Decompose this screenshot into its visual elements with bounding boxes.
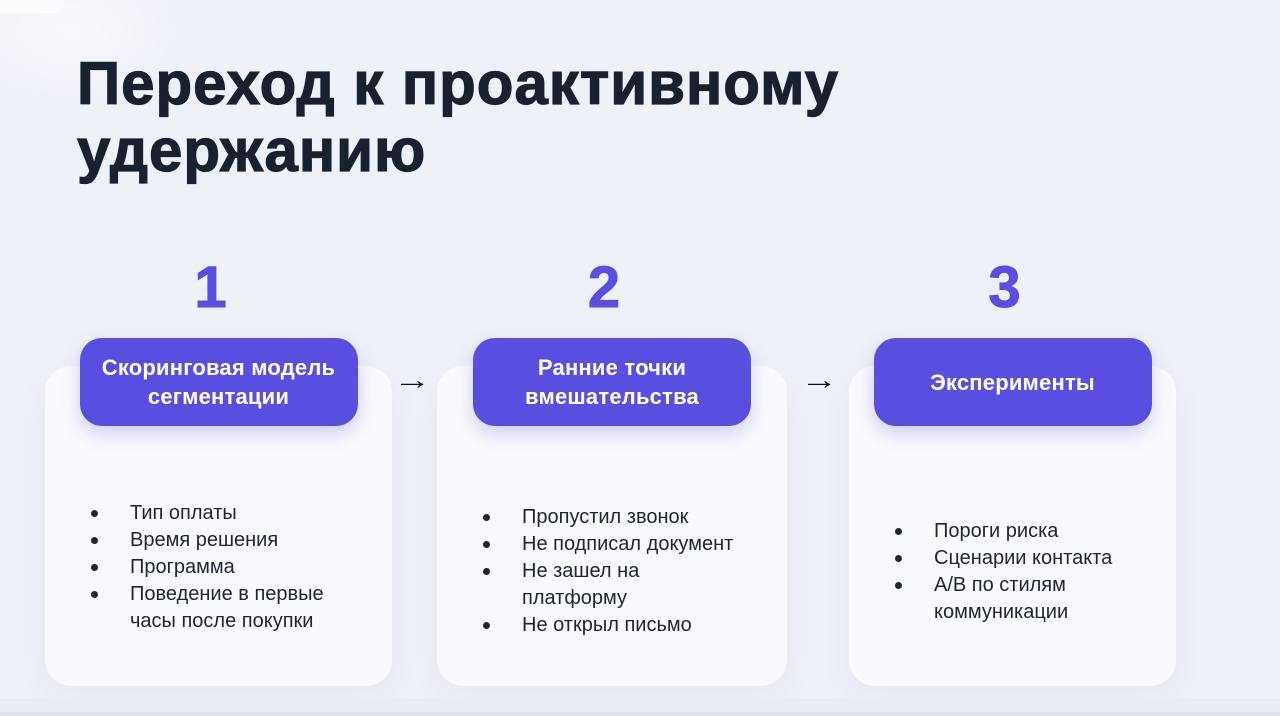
step-column-3: 3 Эксперименты Пороги риска Сценарии кон… — [849, 255, 1176, 688]
step-column-1: 1 Скоринговая модель сегментации Тип опл… — [45, 255, 392, 688]
bullet-text: Тип оплаты — [130, 502, 237, 524]
step-title-box: Скоринговая модель сегментации — [79, 338, 358, 426]
corner-notch-decoration — [0, 0, 64, 13]
list-item: Пороги риска — [895, 518, 1151, 545]
footer-strip — [0, 699, 1280, 712]
step-title-label: Ранние точки вмешательства — [525, 355, 699, 409]
step-title-label: Скоринговая модель сегментации — [101, 355, 336, 409]
step-bullet-list: Тип оплаты Время решения Программа Повед… — [91, 500, 347, 635]
bullet-dot-icon — [483, 568, 490, 575]
background-highlight-blob — [0, 0, 210, 120]
step-bullet-list: Пороги риска Сценарии контакта A/B по ст… — [895, 518, 1151, 626]
bullet-dot-icon — [91, 510, 98, 517]
bullet-dot-icon — [483, 541, 490, 548]
list-item: Не открыл письмо — [483, 612, 739, 639]
list-item: Программа — [91, 554, 347, 581]
bullet-dot-icon — [895, 528, 902, 535]
list-item: Пропустил звонок — [483, 504, 739, 531]
step-column-2: 2 Ранние точки вмешательства Пропустил з… — [437, 255, 787, 688]
list-item: Не подписал документ — [483, 531, 739, 558]
bullet-text: Не открыл письмо — [522, 614, 692, 636]
bullet-text: A/B по стилям коммуникации — [934, 574, 1069, 623]
bullet-dot-icon — [483, 622, 490, 629]
bullet-text: Пропустил звонок — [522, 506, 689, 528]
list-item: Время решения — [91, 527, 347, 554]
bullet-dot-icon — [91, 591, 98, 598]
slide-title: Переход к проактивному удержанию — [76, 49, 840, 184]
bullet-dot-icon — [483, 514, 490, 521]
step-title-box: Ранние точки вмешательства — [473, 338, 751, 426]
list-item: Сценарии контакта — [895, 545, 1151, 572]
bullet-text: Сценарии контакта — [934, 547, 1113, 569]
bullet-dot-icon — [91, 564, 98, 571]
footer-edge-strip — [0, 712, 1280, 716]
bullet-text: Программа — [130, 556, 235, 578]
step-title-label: Эксперименты — [930, 369, 1095, 395]
list-item: Не зашел на платформу — [483, 558, 739, 612]
bullet-text: Поведение в первые часы после покупки — [130, 583, 324, 632]
list-item: A/B по стилям коммуникации — [895, 572, 1151, 626]
bullet-text: Время решения — [130, 529, 279, 551]
arrow-right-icon: → — [800, 364, 838, 395]
bullet-text: Не подписал документ — [522, 533, 734, 555]
bullet-dot-icon — [895, 555, 902, 562]
step-number: 3 — [988, 255, 1021, 320]
list-item: Тип оплаты — [91, 500, 347, 527]
step-title-box: Эксперименты — [873, 338, 1152, 426]
list-item: Поведение в первые часы после покупки — [91, 581, 347, 635]
bullet-dot-icon — [895, 582, 902, 589]
bullet-text: Не зашел на платформу — [522, 560, 640, 609]
arrow-right-icon: → — [393, 364, 431, 395]
bullet-text: Пороги риска — [934, 520, 1059, 542]
step-number: 1 — [194, 255, 227, 320]
step-number: 2 — [587, 255, 621, 320]
step-bullet-list: Пропустил звонок Не подписал документ Не… — [483, 504, 739, 639]
bullet-dot-icon — [91, 537, 98, 544]
